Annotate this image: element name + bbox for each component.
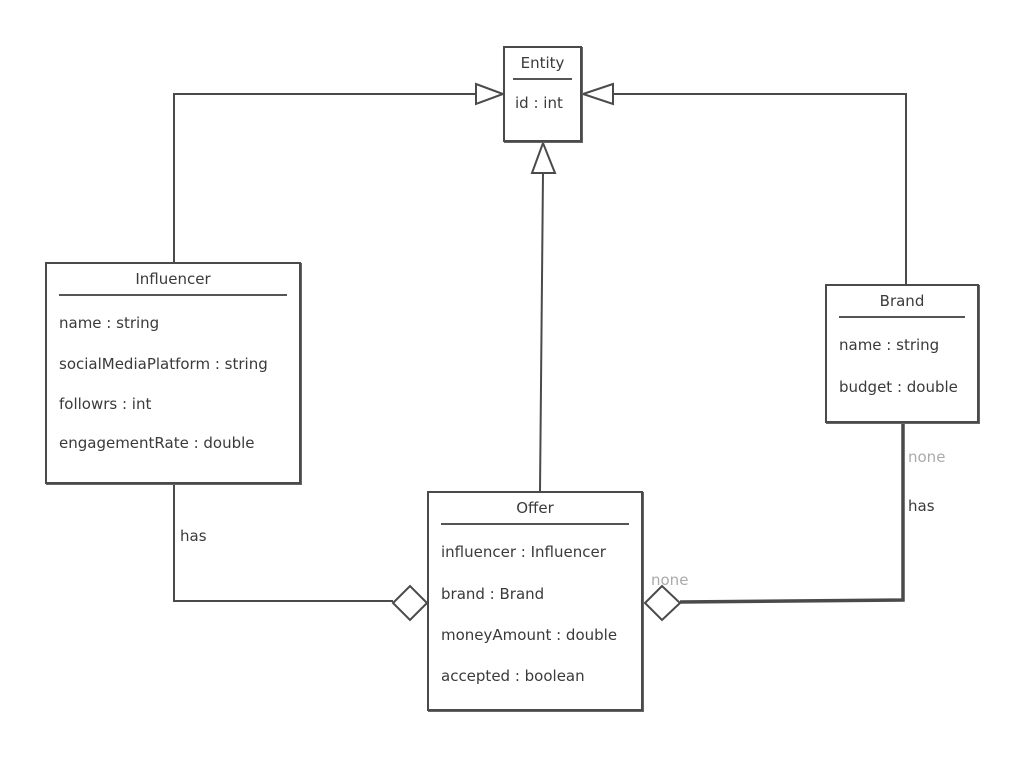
brand-offer-aggregation-line [679,422,905,604]
influencer-offer-diamond [391,584,429,622]
divider [59,294,287,296]
divider [839,316,965,318]
brand-offer-label: has [908,497,935,515]
attribute: influencer : Influencer [441,543,606,561]
attribute: name : string [59,314,160,332]
offer-generalization-arrow [530,140,557,174]
influencer-class[interactable]: Influencer name : string socialMediaPlat… [45,262,301,484]
attribute: followrs : int [59,395,152,413]
attribute: accepted : boolean [441,667,585,685]
attribute: moneyAmount : double [441,626,618,644]
brand-class[interactable]: Brand name : string budget : double [825,284,979,423]
attribute: name : string [839,336,940,354]
influencer-offer-aggregation-line [173,483,393,602]
attribute: budget : double [839,378,958,396]
influencer-generalization-arrow [475,82,506,106]
attribute: engagementRate : double [59,434,255,452]
attribute: socialMediaPlatform : string [59,355,268,373]
brand-multiplicity-label: none [908,448,946,466]
influencer-generalization-line [173,93,476,262]
divider [441,523,629,525]
offer-generalization-line [539,172,544,492]
class-name: Entity [520,54,565,72]
brand-offer-diamond [643,584,682,622]
entity-class[interactable]: Entity id : int [503,46,582,142]
brand-generalization-arrow [579,82,614,106]
class-name: Brand [879,292,925,310]
class-name: Influencer [135,270,211,288]
offer-class[interactable]: Offer influencer : Influencer brand : Br… [427,491,643,711]
class-name: Offer [516,499,554,517]
divider [513,78,572,80]
attribute: id : int [515,94,563,112]
attribute: brand : Brand [441,585,545,603]
influencer-offer-label: has [180,527,207,545]
offer-multiplicity-label: none [651,571,689,589]
